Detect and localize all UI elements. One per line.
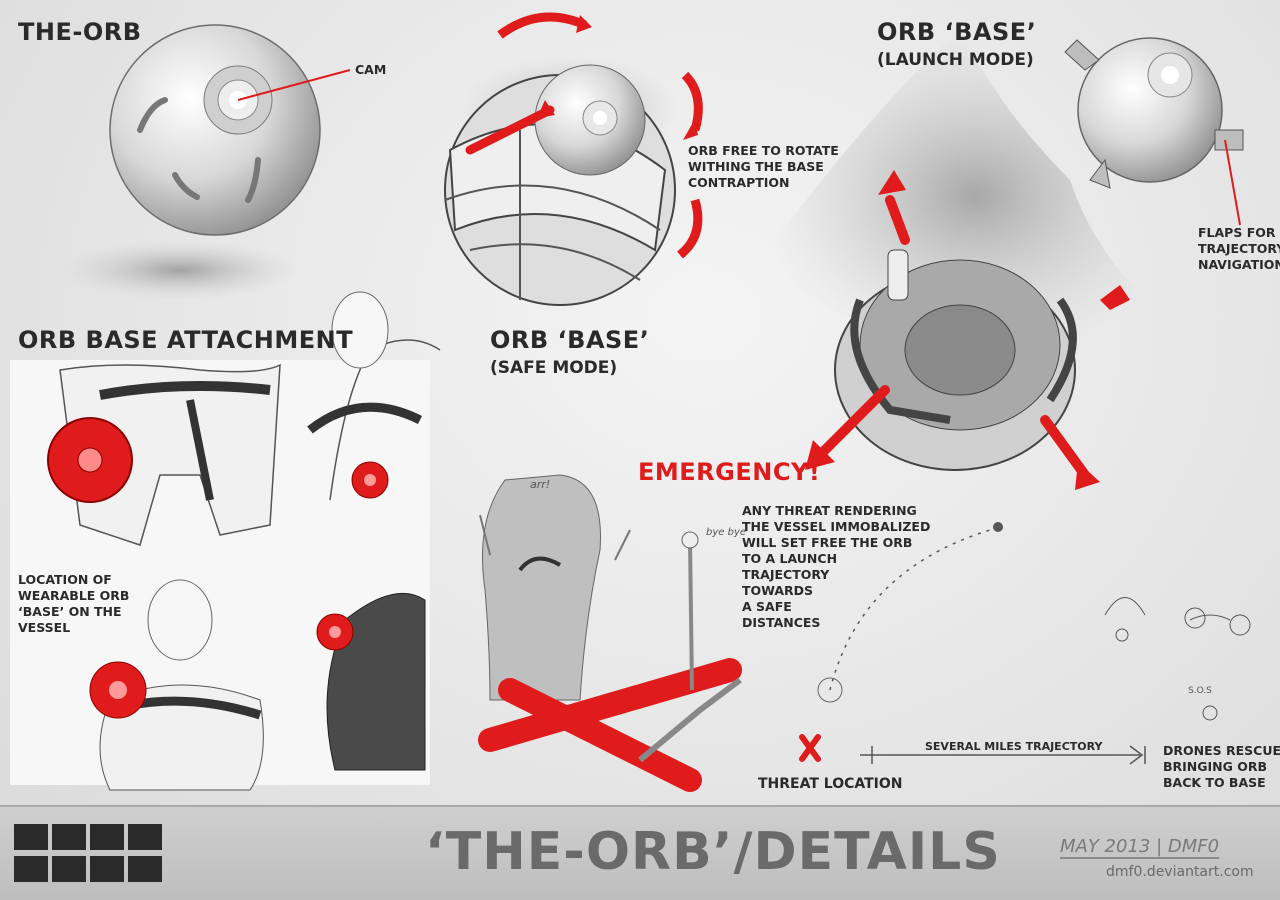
threat-location-label: THREAT LOCATION [758, 776, 903, 792]
base-launch-mode: (LAUNCH MODE) [877, 50, 1034, 70]
attachment-title: ORB BASE ATTACHMENT [18, 326, 354, 354]
the-orb-title: THE-ORB [18, 18, 142, 46]
trajectory-label: SEVERAL MILES TRAJECTORY [925, 740, 1103, 753]
threat-note: ANY THREAT RENDERING THE VESSEL IMMOBALI… [742, 503, 931, 630]
sketch-sos-text: S.O.S [1188, 686, 1212, 696]
base-safe-mode: (SAFE MODE) [490, 358, 618, 378]
sketch-byebye-text: bye bye [706, 527, 747, 538]
location-note: LOCATION OF WEARABLE ORB ‘BASE’ ON THE V… [18, 572, 130, 635]
hip-attachment-figure [47, 291, 441, 546]
footer-signature: MAY 2013 | DMF0 [1060, 836, 1220, 859]
cam-label: CAM [355, 62, 387, 77]
emergency-sketch [478, 474, 1251, 792]
herzog-logo [14, 824, 162, 882]
orb-base-launch-mode-illustration [760, 30, 1244, 490]
flaps-note: FLAPS FOR TRAJECTORY NAVIGATION [1198, 225, 1280, 272]
emergency-label: EMERGENCY! [638, 458, 821, 486]
base-launch-title: ORB ‘BASE’ [877, 18, 1037, 46]
base-safe-title: ORB ‘BASE’ [490, 326, 650, 354]
shoulder-attachment-figure [89, 579, 426, 791]
orb-sphere-illustration [60, 24, 351, 300]
footer-bar [0, 805, 1280, 900]
drones-note: DRONES RESCUER BRINGING ORB BACK TO BASE [1163, 743, 1280, 790]
footer-title: ‘THE-ORB’/DETAILS [425, 822, 1001, 882]
orb-base-safe-mode-illustration [444, 12, 703, 306]
free-rotate-note: ORB FREE TO ROTATE WITHING THE BASE CONT… [688, 143, 839, 190]
footer-url: dmf0.deviantart.com [1106, 864, 1254, 880]
sketch-arr-text: arr! [530, 478, 551, 491]
